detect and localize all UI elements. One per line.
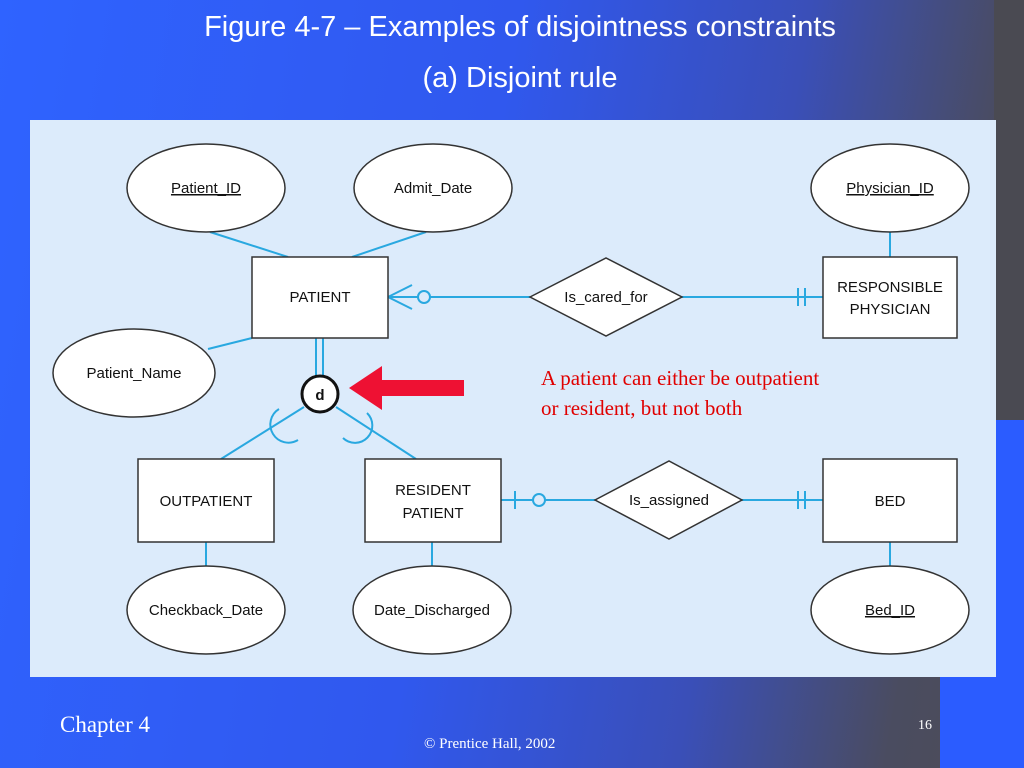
disjoint-constraint-circle: d	[300, 374, 340, 414]
svg-text:Checkback_Date: Checkback_Date	[149, 602, 263, 619]
attribute-patient-name: Patient_Name	[52, 328, 216, 418]
footer-copyright: © Prentice Hall, 2002	[424, 736, 556, 752]
line-patient-id	[209, 231, 289, 258]
svg-text:RESIDENT: RESIDENT	[395, 482, 471, 499]
decorative-bar-top	[994, 0, 1024, 420]
subset-symbol-left	[269, 408, 299, 444]
entity-resident-patient: RESIDENT PATIENT	[364, 458, 502, 543]
svg-text:Patient_ID: Patient_ID	[171, 180, 241, 197]
svg-text:PHYSICIAN: PHYSICIAN	[850, 301, 931, 318]
entity-patient: PATIENT	[251, 256, 389, 339]
svg-text:Admit_Date: Admit_Date	[394, 180, 472, 197]
diagram-panel: PATIENT RESPONSIBLE PHYSICIAN OUTPATIENT…	[30, 120, 996, 677]
attribute-date-discharged: Date_Discharged	[352, 565, 512, 655]
attribute-physician-id: Physician_ID	[810, 143, 970, 233]
annotation-line-2: or resident, but not both	[541, 396, 743, 420]
attribute-bed-id: Bed_ID	[810, 565, 970, 655]
attribute-patient-id: Patient_ID	[126, 143, 286, 233]
svg-text:BED: BED	[875, 493, 906, 510]
entity-bed: BED	[822, 458, 958, 543]
subset-symbol-right	[342, 412, 374, 444]
er-diagram: PATIENT RESPONSIBLE PHYSICIAN OUTPATIENT…	[52, 143, 970, 655]
entity-outpatient: OUTPATIENT	[137, 458, 275, 543]
crow-foot-lower	[387, 296, 413, 310]
line-d-resident	[335, 406, 417, 460]
slide-subtitle: (a) Disjoint rule	[422, 62, 618, 94]
svg-text:PATIENT: PATIENT	[289, 289, 350, 306]
line-d-outpatient	[220, 406, 305, 460]
attribute-checkback-date: Checkback_Date	[126, 565, 286, 655]
svg-text:RESPONSIBLE: RESPONSIBLE	[837, 279, 943, 296]
svg-text:Date_Discharged: Date_Discharged	[374, 602, 490, 619]
svg-text:PATIENT: PATIENT	[402, 505, 463, 522]
relationship-is-cared-for: Is_cared_for	[528, 257, 684, 337]
line-admit-date	[351, 231, 427, 258]
svg-text:Is_assigned: Is_assigned	[629, 492, 709, 509]
svg-text:Bed_ID: Bed_ID	[865, 602, 915, 619]
entity-responsible-physician: RESPONSIBLE PHYSICIAN	[822, 256, 958, 339]
optional-circle-patient	[417, 290, 431, 304]
svg-text:OUTPATIENT: OUTPATIENT	[160, 493, 253, 510]
svg-text:Is_cared_for: Is_cared_for	[564, 289, 647, 306]
optional-circle-resident	[532, 493, 546, 507]
line-patient-name	[207, 337, 253, 350]
relationship-is-assigned: Is_assigned	[593, 460, 744, 540]
annotation-text: A patient can either be outpatient or re…	[541, 363, 961, 423]
crow-foot-upper	[387, 284, 413, 298]
slide-title: Figure 4-7 – Examples of disjointness co…	[204, 11, 836, 43]
attribute-admit-date: Admit_Date	[353, 143, 513, 233]
footer-chapter: Chapter 4	[60, 712, 151, 737]
connectors	[205, 231, 891, 572]
red-arrow-icon	[349, 366, 464, 410]
svg-text:Patient_Name: Patient_Name	[86, 365, 181, 382]
svg-text:d: d	[315, 387, 324, 404]
page-number: 16	[918, 718, 932, 733]
svg-text:Physician_ID: Physician_ID	[846, 180, 934, 197]
annotation-line-1: A patient can either be outpatient	[541, 366, 820, 390]
